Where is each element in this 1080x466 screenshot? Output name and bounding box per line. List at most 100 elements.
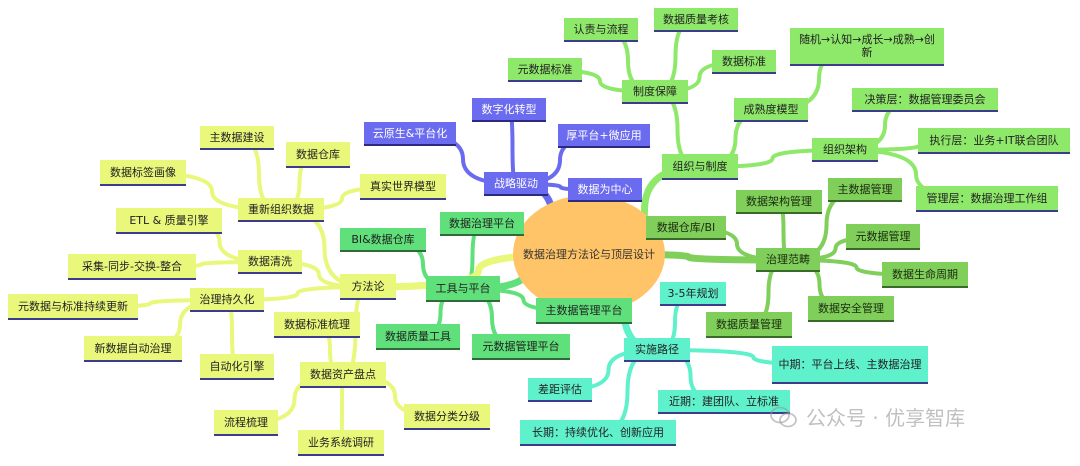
node-business-system-survey[interactable]: 业务系统调研 bbox=[298, 430, 384, 456]
node-data-centric[interactable]: 数据为中心 bbox=[568, 178, 642, 202]
node-label: 方法论 bbox=[351, 279, 385, 293]
root-label: 数据治理方法论与顶层设计 bbox=[523, 248, 655, 261]
node-label: 数据生命周期 bbox=[892, 267, 958, 281]
node-label: 治理持久化 bbox=[199, 292, 255, 306]
node-execution-layer[interactable]: 执行层：业务+IT联合团队 bbox=[918, 128, 1070, 154]
node-new-data-auto-governance[interactable]: 新数据自动治理 bbox=[84, 336, 182, 362]
node-management-layer[interactable]: 管理层：数据治理工作组 bbox=[916, 186, 1058, 212]
node-org-structure[interactable]: 组织架构 bbox=[812, 138, 878, 162]
node-label: 数据仓库/BI bbox=[656, 220, 716, 234]
node-label: 数据架构管理 bbox=[746, 194, 812, 208]
node-label: 中期：平台上线、主数据治理 bbox=[778, 357, 922, 371]
node-process-sorting[interactable]: 流程梳理 bbox=[214, 410, 278, 436]
node-label: 3-5年规划 bbox=[667, 286, 719, 300]
node-label: 主数据管理平台 bbox=[545, 303, 623, 317]
node-reorganize-data[interactable]: 重新组织数据 bbox=[238, 198, 324, 222]
node-mid-term[interactable]: 中期：平台上线、主数据治理 bbox=[772, 346, 928, 384]
node-label: 数据分类分级 bbox=[414, 409, 480, 423]
node-collect-sync-exchange[interactable]: 采集-同步-交换-整合 bbox=[68, 254, 196, 280]
node-dw-bi[interactable]: 数据仓库/BI bbox=[646, 216, 726, 240]
node-data-asset-inventory[interactable]: 数据资产盘点 bbox=[300, 362, 386, 388]
node-label: 数据标准梳理 bbox=[284, 317, 350, 331]
node-governance-persistence[interactable]: 治理持久化 bbox=[190, 288, 264, 312]
node-methodology[interactable]: 方法论 bbox=[340, 274, 396, 300]
node-label: 数据质量工具 bbox=[385, 329, 451, 343]
node-label: 主数据建设 bbox=[209, 130, 265, 144]
node-label: 厚平台+微应用 bbox=[566, 128, 642, 142]
node-real-world-model[interactable]: 真实世界模型 bbox=[360, 174, 446, 200]
node-label: 云原生&平台化 bbox=[372, 126, 448, 140]
node-decision-layer[interactable]: 决策层：数据管理委员会 bbox=[852, 88, 998, 112]
node-data-quality-assessment[interactable]: 数据质量考核 bbox=[654, 8, 738, 32]
node-master-data-build[interactable]: 主数据建设 bbox=[200, 126, 274, 150]
node-label: 元数据标准 bbox=[517, 62, 573, 76]
node-metadata-standard[interactable]: 元数据标准 bbox=[508, 58, 582, 82]
node-label: 执行层：业务+IT联合团队 bbox=[929, 133, 1059, 147]
node-label: 长期：持续优化、创新应用 bbox=[532, 425, 664, 439]
node-label: 元数据管理 bbox=[855, 229, 911, 243]
node-label: 工具与平台 bbox=[435, 281, 491, 295]
node-master-data-mgmt[interactable]: 主数据管理 bbox=[828, 178, 902, 202]
node-metadata-platform[interactable]: 元数据管理平台 bbox=[472, 334, 570, 360]
node-label: 随机→认知→成长→成熟→创新 bbox=[799, 33, 935, 59]
node-accountability-process[interactable]: 认责与流程 bbox=[564, 18, 638, 42]
root-node[interactable]: 数据治理方法论与顶层设计 bbox=[513, 195, 665, 313]
node-label: 决策层：数据管理委员会 bbox=[864, 92, 986, 106]
node-automation-engine[interactable]: 自动化引擎 bbox=[200, 354, 274, 380]
node-label: 流程梳理 bbox=[224, 415, 268, 429]
node-label: 组织与制度 bbox=[672, 159, 728, 173]
node-data-security-mgmt[interactable]: 数据安全管理 bbox=[808, 296, 894, 322]
node-data-architecture-mgmt[interactable]: 数据架构管理 bbox=[736, 190, 822, 214]
node-label: 新数据自动治理 bbox=[94, 341, 172, 355]
node-label: BI&数据仓库 bbox=[351, 232, 415, 246]
node-data-cleansing[interactable]: 数据清洗 bbox=[238, 250, 302, 274]
node-label: 元数据与标准持续更新 bbox=[18, 299, 128, 313]
node-data-warehouse[interactable]: 数据仓库 bbox=[286, 142, 350, 168]
node-institution-guarantee[interactable]: 制度保障 bbox=[622, 80, 688, 104]
node-near-term[interactable]: 近期：建团队、立标准 bbox=[658, 390, 790, 414]
node-master-data-platform[interactable]: 主数据管理平台 bbox=[536, 298, 632, 324]
node-label: 业务系统调研 bbox=[308, 435, 374, 449]
node-label: 主数据管理 bbox=[837, 182, 893, 196]
node-digital-transformation[interactable]: 数字化转型 bbox=[472, 98, 546, 122]
node-label: 数据质量管理 bbox=[716, 317, 782, 331]
node-label: 元数据管理平台 bbox=[482, 339, 560, 353]
node-data-tag-profile[interactable]: 数据标签画像 bbox=[100, 160, 186, 186]
node-3-5-year-plan[interactable]: 3-5年规划 bbox=[660, 282, 726, 306]
node-thick-platform[interactable]: 厚平台+微应用 bbox=[558, 124, 650, 148]
node-maturity-stages[interactable]: 随机→认知→成长→成熟→创新 bbox=[790, 28, 944, 66]
node-etl-quality-engine[interactable]: ETL & 质量引擎 bbox=[116, 208, 222, 234]
node-data-classification[interactable]: 数据分类分级 bbox=[404, 404, 490, 430]
node-data-quality-tool[interactable]: 数据质量工具 bbox=[376, 324, 460, 350]
node-label: 数据治理平台 bbox=[449, 216, 515, 230]
node-label: 管理层：数据治理工作组 bbox=[926, 191, 1048, 205]
node-label: 重新组织数据 bbox=[248, 202, 314, 216]
node-metadata-mgmt[interactable]: 元数据管理 bbox=[846, 224, 920, 250]
node-cloud-native[interactable]: 云原生&平台化 bbox=[364, 122, 456, 146]
node-label: 采集-同步-交换-整合 bbox=[82, 259, 182, 273]
node-long-term[interactable]: 长期：持续优化、创新应用 bbox=[520, 420, 676, 446]
node-label: 制度保障 bbox=[633, 84, 677, 98]
node-org-institution[interactable]: 组织与制度 bbox=[662, 154, 738, 180]
node-label: 数据标签画像 bbox=[110, 165, 176, 179]
node-implementation-path[interactable]: 实施路径 bbox=[624, 338, 690, 362]
node-label: 战略驱动 bbox=[494, 176, 538, 190]
node-gap-assessment[interactable]: 差距评估 bbox=[528, 378, 592, 402]
node-label: 数字化转型 bbox=[481, 102, 537, 116]
node-governance-scope[interactable]: 治理范畴 bbox=[756, 248, 820, 272]
node-metadata-standard-update[interactable]: 元数据与标准持续更新 bbox=[8, 294, 138, 320]
node-maturity-model[interactable]: 成熟度模型 bbox=[734, 98, 808, 122]
node-data-governance-platform[interactable]: 数据治理平台 bbox=[440, 212, 524, 236]
node-label: 实施路径 bbox=[635, 342, 679, 356]
node-data-standard-sorting[interactable]: 数据标准梳理 bbox=[274, 312, 360, 338]
watermark: 公众号 · 优享智库 bbox=[770, 402, 965, 431]
node-data-quality-mgmt[interactable]: 数据质量管理 bbox=[706, 312, 792, 338]
node-bi-data-warehouse[interactable]: BI&数据仓库 bbox=[340, 228, 426, 252]
node-tools-platforms[interactable]: 工具与平台 bbox=[426, 276, 500, 302]
node-data-standard[interactable]: 数据标准 bbox=[712, 50, 776, 74]
node-strategy-drive[interactable]: 战略驱动 bbox=[484, 172, 548, 196]
node-label: 认责与流程 bbox=[573, 22, 629, 36]
watermark-text: 公众号 · 优享智库 bbox=[806, 406, 966, 430]
node-data-lifecycle[interactable]: 数据生命周期 bbox=[882, 262, 968, 288]
